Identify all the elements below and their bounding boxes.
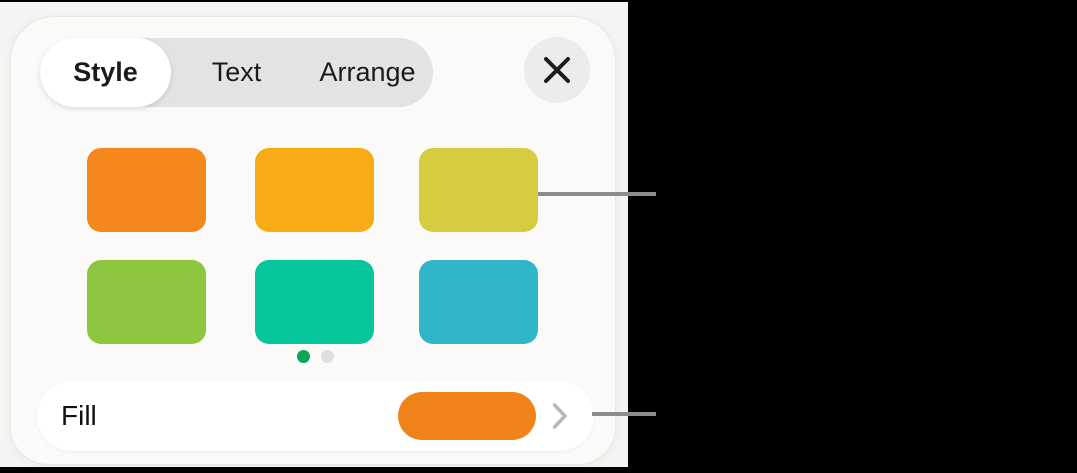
close-button[interactable] [524,37,590,103]
close-icon [542,55,572,85]
callout-line-style-presets [538,192,656,196]
style-swatch-yellow-green[interactable] [419,148,538,232]
fill-color-swatch[interactable] [398,392,536,440]
tab-text[interactable]: Text [211,57,262,87]
style-swatch-cyan[interactable] [419,260,538,344]
page-dot-inactive[interactable] [321,350,334,363]
format-popover: Style Text Arrange Fill [10,16,616,465]
fill-row[interactable]: Fill [37,381,594,451]
style-swatch-amber[interactable] [255,148,374,232]
style-swatch-orange[interactable] [87,148,206,232]
tab-style[interactable]: Style [40,38,171,107]
style-swatch-green[interactable] [87,260,206,344]
page-dot-active[interactable] [297,350,310,363]
tab-arrange[interactable]: Arrange [319,57,416,87]
format-tabs: Style Text Arrange [40,38,433,107]
fill-label: Fill [61,400,97,431]
callout-line-fill [592,412,656,416]
page-dots [297,350,334,363]
style-swatch-teal[interactable] [255,260,374,344]
chevron-right-icon [551,402,569,430]
